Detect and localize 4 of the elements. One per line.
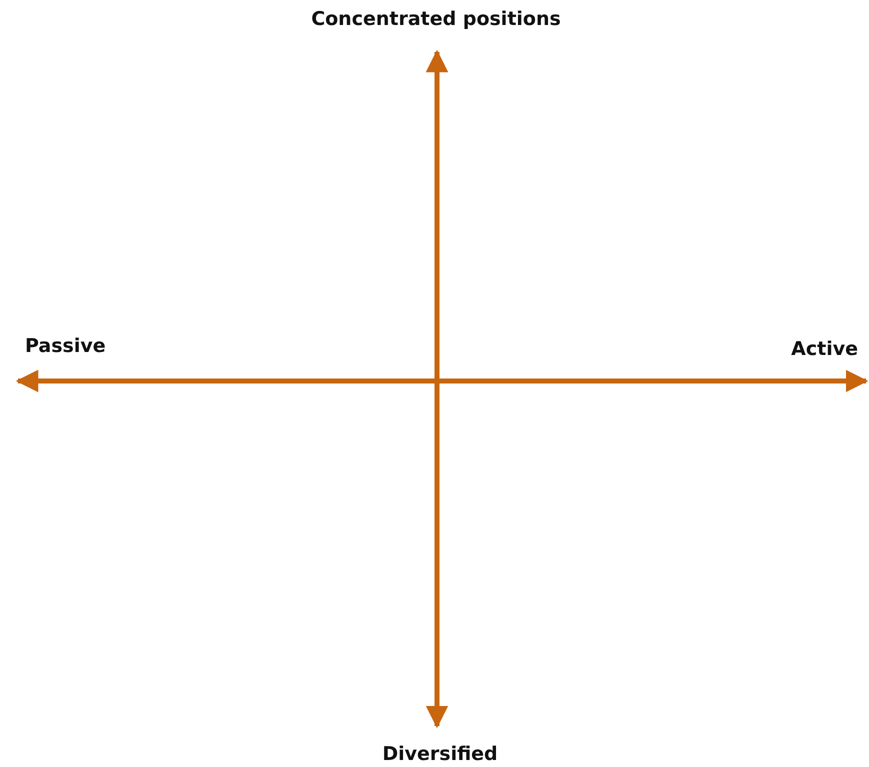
- axis-label: Passive: [25, 337, 106, 356]
- axis-label: Active: [791, 340, 858, 359]
- axis-label: Concentrated positions: [311, 10, 561, 29]
- axis-label: Diversified: [382, 745, 498, 764]
